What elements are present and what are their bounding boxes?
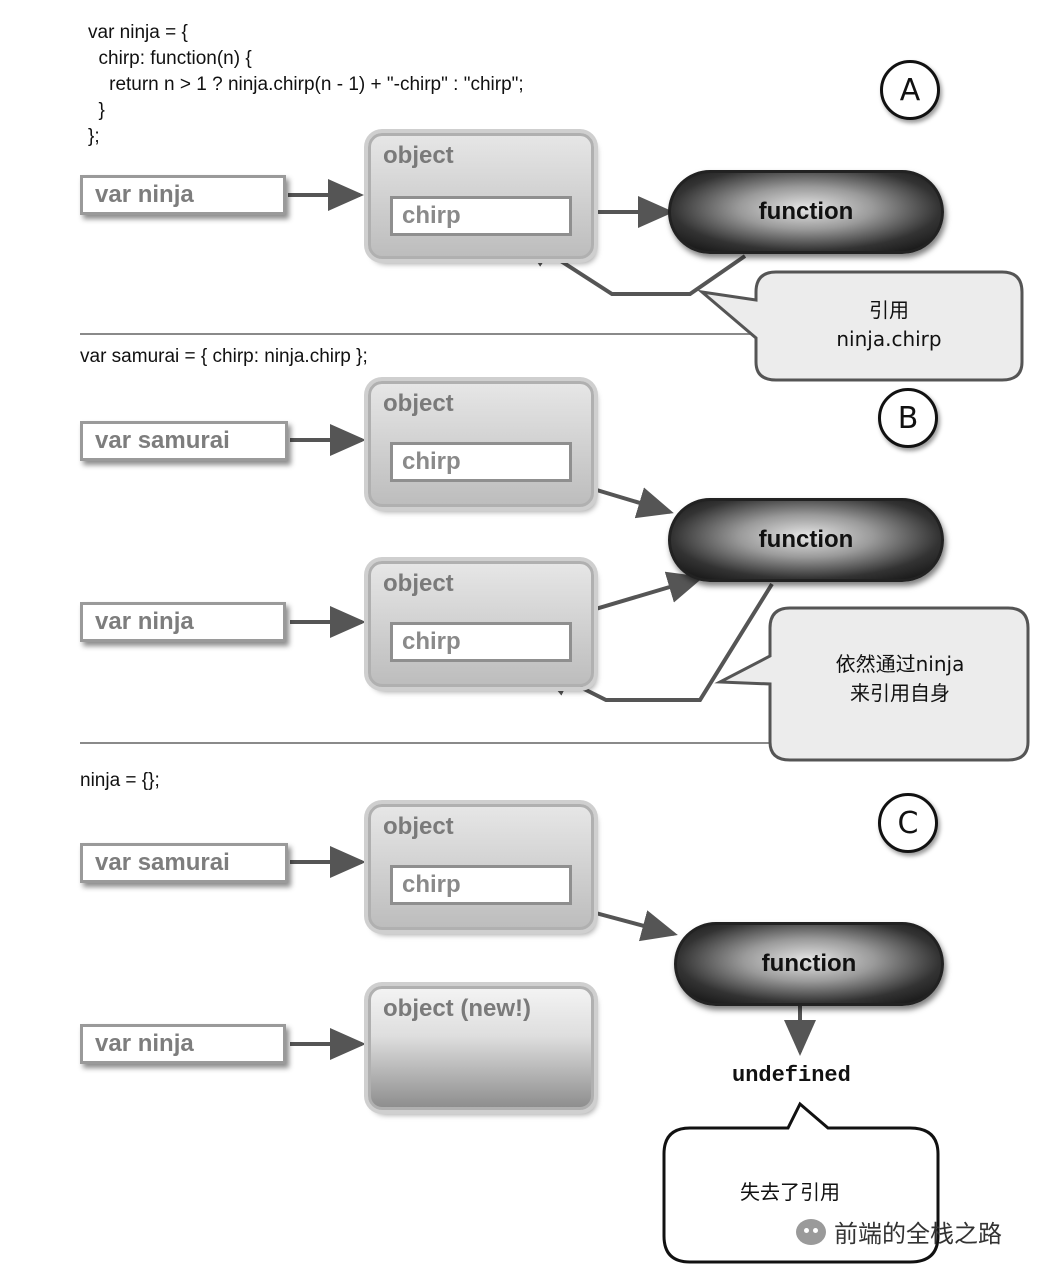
code-line: var ninja = { — [88, 22, 188, 43]
function-node: function — [668, 498, 944, 582]
var-samurai-box: var samurai — [80, 421, 288, 461]
code-block-a: var ninja = { chirp: function(n) { retur… — [88, 20, 524, 150]
callout-bubble-b — [714, 606, 1030, 762]
callout-bubble-c — [662, 1101, 940, 1264]
object-label: object — [383, 390, 454, 417]
chirp-property: chirp — [390, 442, 572, 482]
object-label: object — [383, 570, 454, 597]
code-line: } — [88, 100, 105, 121]
code-line: chirp: function(n) { — [88, 48, 252, 69]
code-line-b: var samurai = { chirp: ninja.chirp }; — [80, 346, 368, 367]
code-line: }; — [88, 126, 100, 147]
object-label: object — [383, 142, 454, 169]
callout-text-c: 失去了引用 — [740, 1180, 840, 1204]
chirp-property: chirp — [390, 865, 572, 905]
object-box: object chirp — [368, 561, 594, 687]
object-box: object chirp — [368, 804, 594, 930]
section-b-marker: B — [878, 388, 938, 448]
watermark: 前端的全栈之路 — [796, 1214, 1002, 1249]
chirp-property: chirp — [390, 622, 572, 662]
section-c-marker: C — [878, 793, 938, 853]
callout-text-a: 引用 ninja.chirp — [836, 298, 942, 351]
var-ninja-box: var ninja — [80, 1024, 286, 1064]
var-ninja-box: var ninja — [80, 175, 286, 215]
var-samurai-box: var samurai — [80, 843, 288, 883]
arrow-function-back-to-chirp — [518, 233, 747, 296]
new-object-box: object (new!) — [368, 986, 594, 1110]
code-line: return n > 1 ? ninja.chirp(n - 1) + "-ch… — [88, 74, 524, 95]
section-divider — [80, 742, 1022, 744]
callout-bubble-a — [697, 270, 1024, 382]
code-line-c: ninja = {}; — [80, 770, 160, 791]
section-a-marker: A — [880, 60, 940, 120]
object-label: object — [383, 813, 454, 840]
object-box: object chirp — [368, 381, 594, 507]
function-node: function — [674, 922, 944, 1006]
object-new-label: object (new!) — [383, 995, 531, 1022]
callout-text-b: 依然通过ninja 来引用自身 — [835, 652, 965, 705]
wechat-icon — [796, 1218, 826, 1245]
object-box: object chirp — [368, 133, 594, 259]
function-node: function — [668, 170, 944, 254]
undefined-label: undefined — [732, 1063, 851, 1088]
section-divider — [80, 333, 1022, 335]
var-ninja-box: var ninja — [80, 602, 286, 642]
chirp-property: chirp — [390, 196, 572, 236]
